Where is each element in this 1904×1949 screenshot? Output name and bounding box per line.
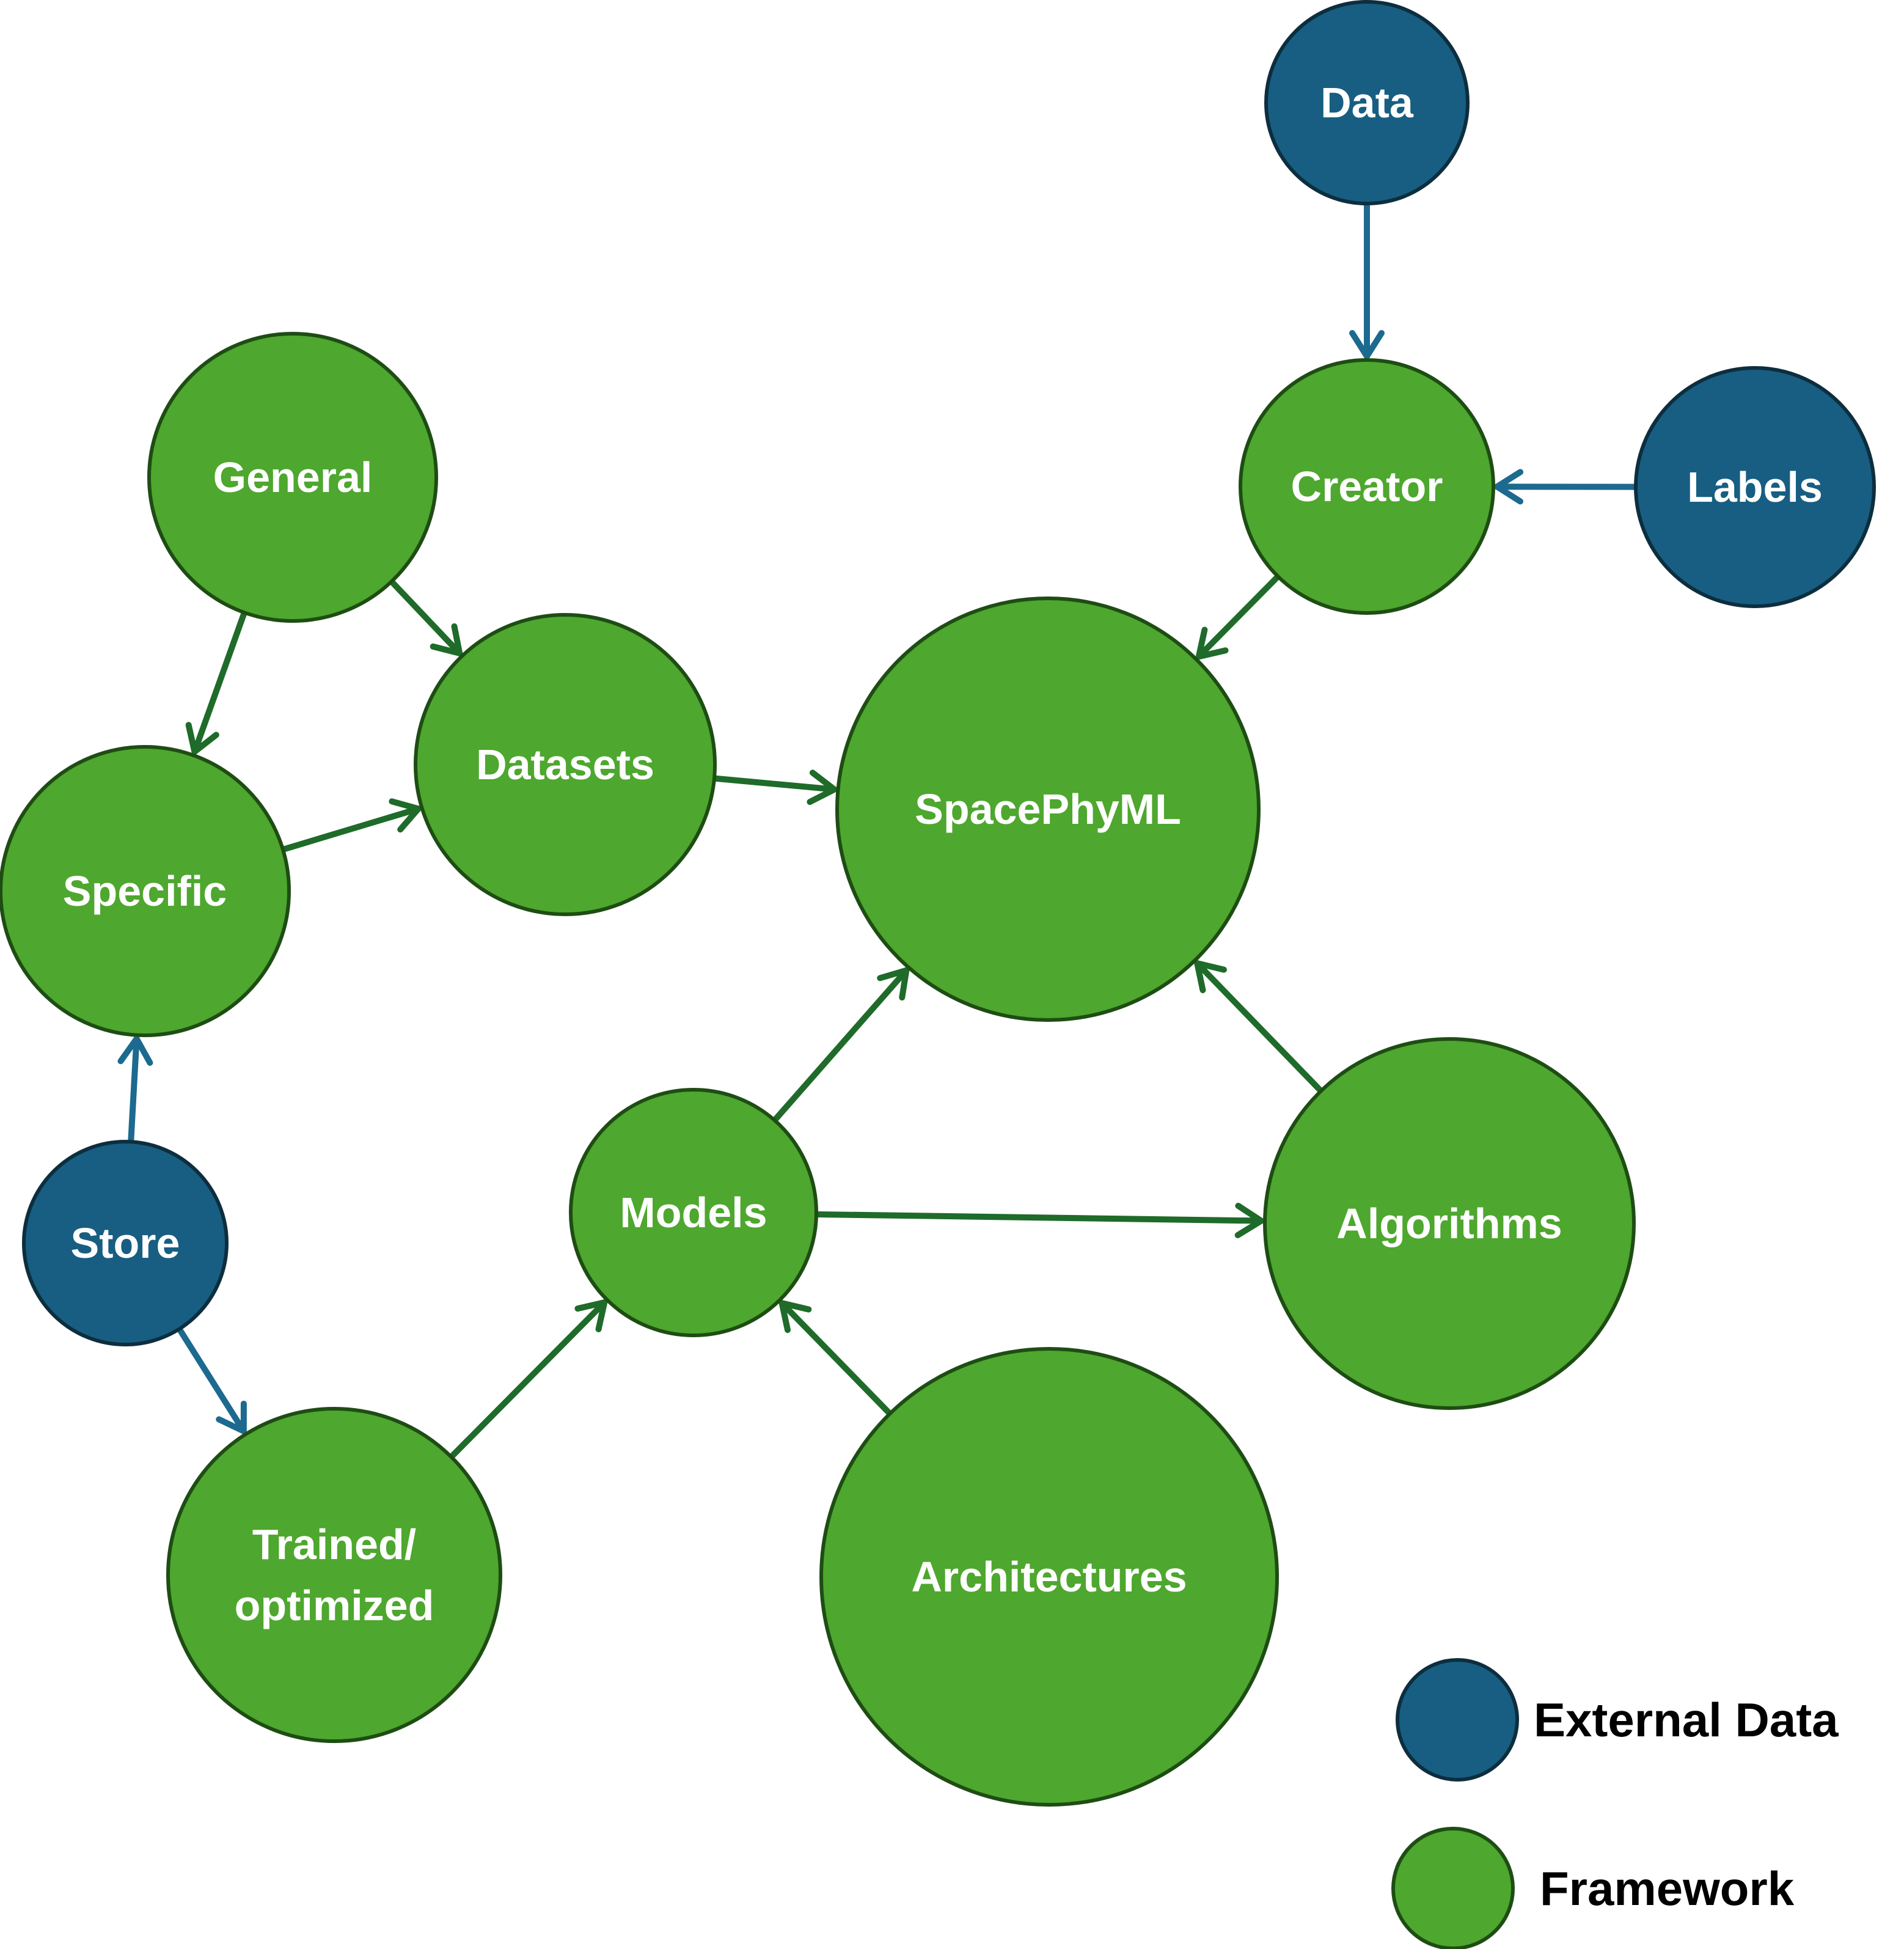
edge-creator-to-spacephyml: [1195, 574, 1281, 660]
node-data-label: Data: [1320, 79, 1414, 127]
nodes-layer: Data Labels Store Creator General Datase…: [0, 0, 1876, 1807]
edge-general-to-specific: [185, 611, 247, 755]
edge-specific-to-datasets: [280, 798, 422, 853]
node-spacephyml-circle: [835, 596, 1261, 1022]
node-data: Data: [1264, 0, 1470, 205]
node-algorithms-label: Algorithms: [1336, 1200, 1562, 1247]
node-algorithms-circle: [1263, 1037, 1636, 1410]
node-trained: Trained/ optimized: [166, 1407, 502, 1743]
node-data-circle: [1264, 0, 1470, 205]
node-labels: Labels: [1634, 366, 1876, 608]
edge-datasets-to-spacephyml: [712, 769, 838, 806]
legend-external-swatch: [1396, 1658, 1519, 1782]
node-labels-label: Labels: [1687, 463, 1823, 511]
node-specific-label: Specific: [63, 867, 227, 915]
edge-trained-to-models: [449, 1299, 608, 1459]
node-architectures: Architectures: [819, 1347, 1279, 1807]
node-trained-label-line2: optimized: [235, 1582, 434, 1629]
legend-framework-swatch: [1391, 1827, 1515, 1949]
legend: External Data Framework: [1391, 1658, 1839, 1949]
node-creator-circle: [1239, 358, 1495, 615]
node-spacephyml: SpacePhyML: [835, 596, 1261, 1022]
node-datasets-label: Datasets: [476, 741, 654, 788]
node-datasets-circle: [414, 613, 717, 916]
legend-item-framework: Framework: [1391, 1827, 1795, 1949]
node-specific: Specific: [0, 745, 291, 1037]
edge-store-to-specific: [117, 1035, 153, 1144]
node-models-circle: [569, 1088, 818, 1337]
node-general: General: [147, 332, 438, 623]
edge-architectures-to-models: [778, 1300, 893, 1416]
legend-external-label: External Data: [1534, 1693, 1839, 1747]
node-creator: Creator: [1239, 358, 1495, 615]
node-architectures-label: Architectures: [911, 1553, 1187, 1601]
node-spacephyml-label: SpacePhyML: [915, 785, 1181, 833]
node-trained-circle: [166, 1407, 502, 1743]
edge-models-to-spacephyml: [772, 967, 910, 1123]
node-creator-label: Creator: [1291, 463, 1443, 510]
node-trained-label-line1: Trained/: [252, 1521, 416, 1568]
node-specific-circle: [0, 745, 291, 1037]
node-store: Store: [22, 1140, 229, 1346]
node-datasets: Datasets: [414, 613, 717, 916]
edge-models-to-algorithms: [814, 1202, 1265, 1238]
node-store-label: Store: [71, 1219, 180, 1267]
legend-item-external: External Data: [1396, 1658, 1839, 1782]
edge-algorithms-to-spacephyml: [1194, 960, 1324, 1093]
edges-layer: [117, 202, 1638, 1459]
node-models-label: Models: [620, 1189, 767, 1236]
edge-store-to-trained: [177, 1327, 247, 1434]
legend-framework-label: Framework: [1540, 1862, 1795, 1915]
node-algorithms: Algorithms: [1263, 1037, 1636, 1410]
node-models: Models: [569, 1088, 818, 1337]
node-general-circle: [147, 332, 438, 623]
node-labels-circle: [1634, 366, 1876, 608]
node-store-circle: [22, 1140, 229, 1346]
edge-general-to-datasets: [389, 579, 463, 656]
node-general-label: General: [213, 453, 373, 501]
node-architectures-circle: [819, 1347, 1279, 1807]
